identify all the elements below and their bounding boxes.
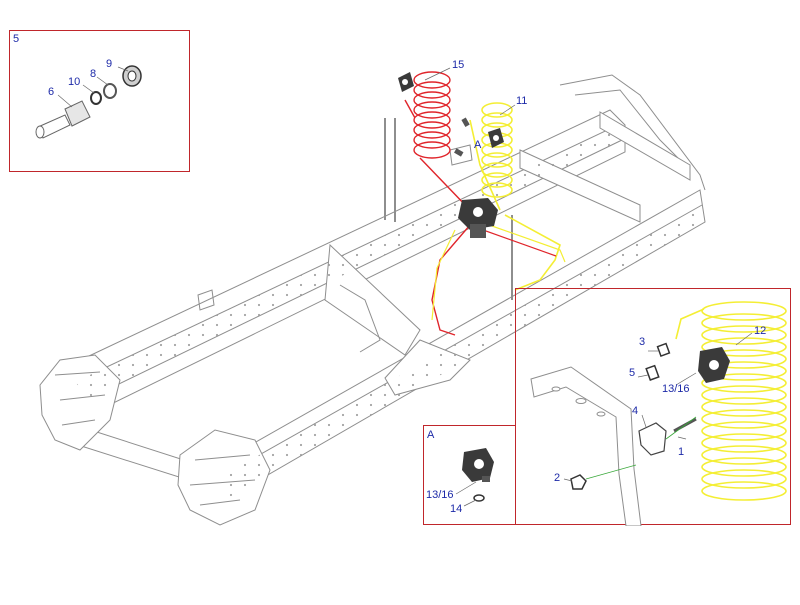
callout-9: 9	[106, 58, 113, 70]
bracket-part-4	[638, 422, 667, 456]
nut-part-2	[570, 474, 587, 490]
detail-leader-lines	[455, 481, 477, 507]
callout-3: 3	[639, 336, 646, 348]
coupling-head-12	[698, 347, 730, 383]
ring-part-10	[90, 91, 102, 105]
fitting	[454, 117, 470, 157]
pipe-supports	[384, 118, 513, 300]
right-leader-lines	[563, 332, 753, 482]
panel-item-5-drawing	[35, 65, 142, 139]
fitting-part-3	[656, 342, 671, 358]
panel-label: 5	[13, 33, 20, 45]
panel-right-detail: 3 5 13/16 4 1 2 12	[515, 288, 791, 526]
callout-2: 2	[554, 472, 561, 484]
panel-right-detail-drawing	[530, 301, 787, 526]
callout-4: 4	[632, 405, 639, 417]
coupling-head	[398, 72, 414, 92]
detail-marker-a: A	[474, 139, 482, 151]
yellow-coiled-hose-12	[675, 301, 787, 501]
callout-1: 1	[678, 446, 685, 458]
nut-part-8	[103, 83, 117, 99]
cross-member	[599, 111, 691, 181]
panel-detail-a: A 13/16 14	[423, 425, 516, 525]
callout-15: 15	[452, 59, 465, 71]
adapter-part-5	[645, 364, 660, 381]
cab-back-frame	[530, 366, 642, 526]
callout-10: 10	[68, 76, 81, 88]
panel-detail-a-drawing	[455, 448, 494, 507]
panel-leader-lines	[57, 66, 129, 108]
callout-12: 12	[754, 325, 767, 337]
callout-13-16-main: 13/16	[662, 383, 690, 395]
panel-item-5: 5 6 10 8	[9, 30, 190, 172]
coupling-head-detail	[462, 448, 494, 482]
leader-lines	[424, 67, 516, 116]
callout-13-16-detail: 13/16	[426, 489, 454, 501]
coupling-head	[488, 128, 504, 148]
seal-ring	[473, 494, 485, 502]
callout-5: 5	[629, 367, 636, 379]
callout-14: 14	[450, 503, 463, 515]
relay-valve	[458, 198, 498, 238]
yellow-coiled-hose	[469, 102, 561, 291]
tube-fitting-part-6	[35, 100, 91, 139]
connector-part-9	[122, 65, 142, 87]
callout-11: 11	[516, 95, 528, 107]
panel-label-a: A	[427, 429, 435, 441]
callout-6: 6	[48, 86, 55, 98]
callout-8: 8	[90, 68, 97, 80]
green-guide-lines	[585, 416, 697, 480]
